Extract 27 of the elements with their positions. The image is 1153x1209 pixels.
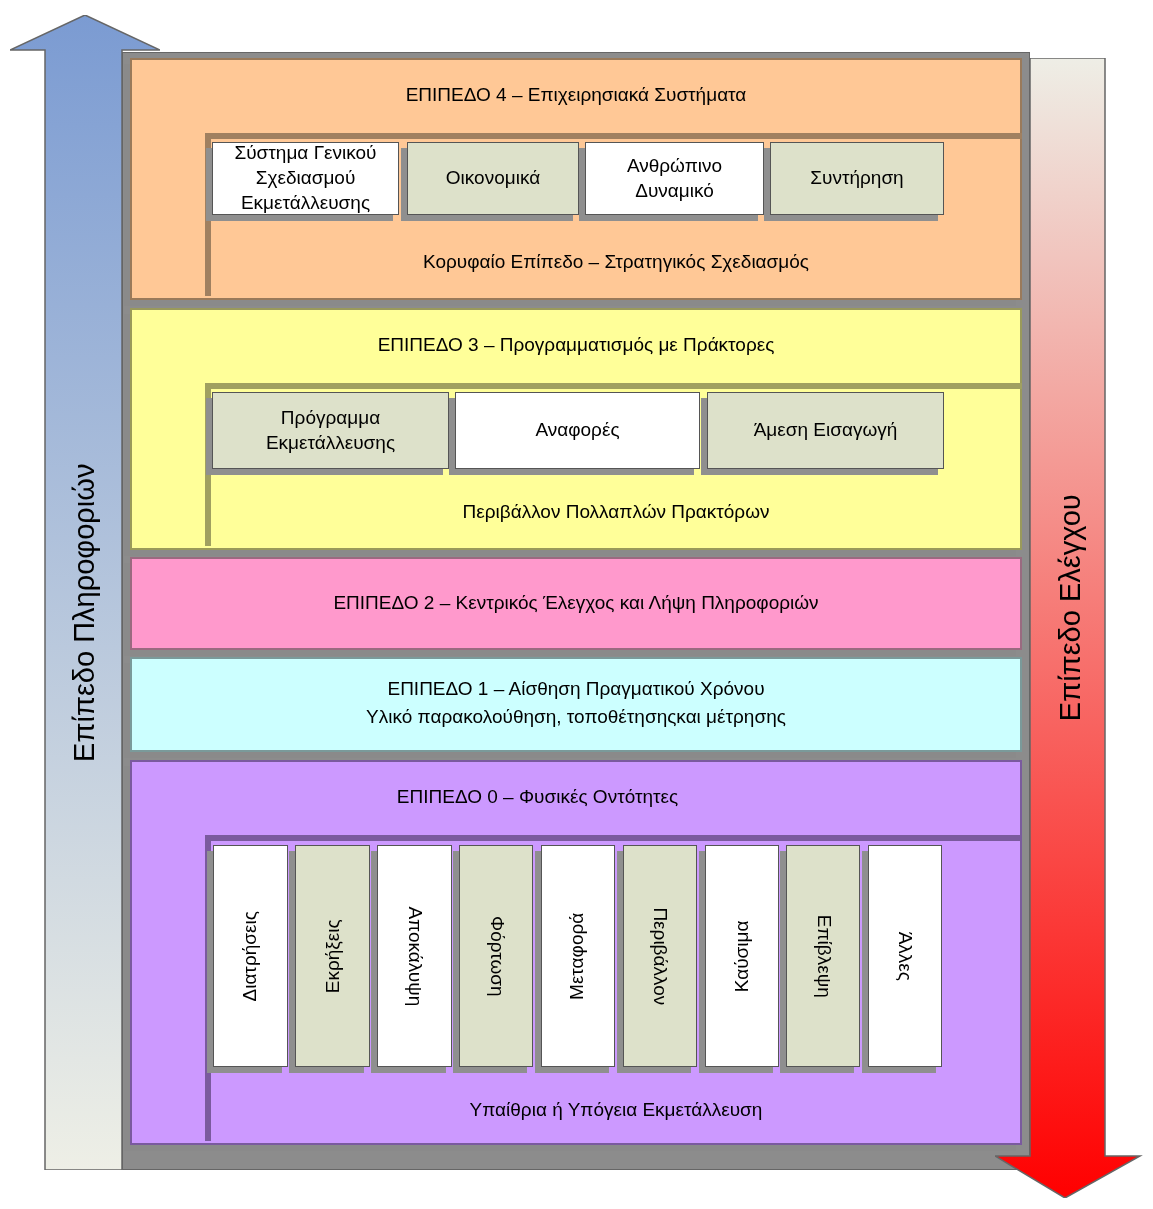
level-subtitle: Περιβάλλον Πολλαπλών Πρακτόρων <box>462 500 770 525</box>
level-subtitle: Κορυφαίο Επίπεδο – Στρατηγικός Σχεδιασμός <box>423 250 809 275</box>
module-label: Συντήρηση <box>809 166 905 191</box>
module-label: Άμεση Εισαγωγή <box>752 418 899 443</box>
module-label: Διατρήσεις <box>238 910 262 1002</box>
module-label: Επίβλεψη <box>812 914 836 998</box>
axis-label: Επίπεδο Ελέγχου <box>1052 494 1087 722</box>
level-title: ΕΠΙΠΕΔΟ 1 – Αίσθηση Πραγματικού Χρόνου <box>387 676 765 701</box>
module-label: Αποκάλυψη <box>403 906 427 1006</box>
axis-label: Επίπεδο Πληροφοριών <box>67 463 102 762</box>
module-label: Ανθρώπινο Δυναμικό <box>625 153 724 203</box>
module-label: Καύσιμα <box>729 920 753 992</box>
module-label: Οικονομικά <box>444 166 542 191</box>
module-label: Πρόγραμμα Εκμετάλλευσης <box>264 405 397 455</box>
level-title: ΕΠΙΠΕΔΟ 2 – Κεντρικός Έλεγχος και Λήψη Πληροφοριών <box>333 591 819 616</box>
module-label: Αναφορές <box>534 418 621 443</box>
module-label: Σύστημα Γενικού Σχεδιασμού Εκμετάλλευσης <box>233 141 378 215</box>
module-label: Άλλες <box>894 931 918 981</box>
module-label: Εκρήξεις <box>320 919 344 993</box>
module-label: Περιβάλλον <box>649 907 673 1005</box>
module-label: Μεταφορά <box>565 912 589 1000</box>
level-subtitle: Υλικό παρακολούθηση, τοποθέτησηςκαι μέτρησης <box>366 704 786 729</box>
level-subtitle: Υπαίθρια ή Υπόγεια Εκμετάλλευση <box>469 1098 763 1123</box>
level-title: ΕΠΙΠΕΔΟ 3 – Προγραμματισμός με Πράκτορες <box>377 332 775 357</box>
module-label: Φόρτωση <box>485 915 509 997</box>
level-title: ΕΠΙΠΕΔΟ 4 – Επιχειρησιακά Συστήματα <box>405 82 747 107</box>
level-title: ΕΠΙΠΕΔΟ 0 – Φυσικές Οντότητες <box>396 785 679 810</box>
